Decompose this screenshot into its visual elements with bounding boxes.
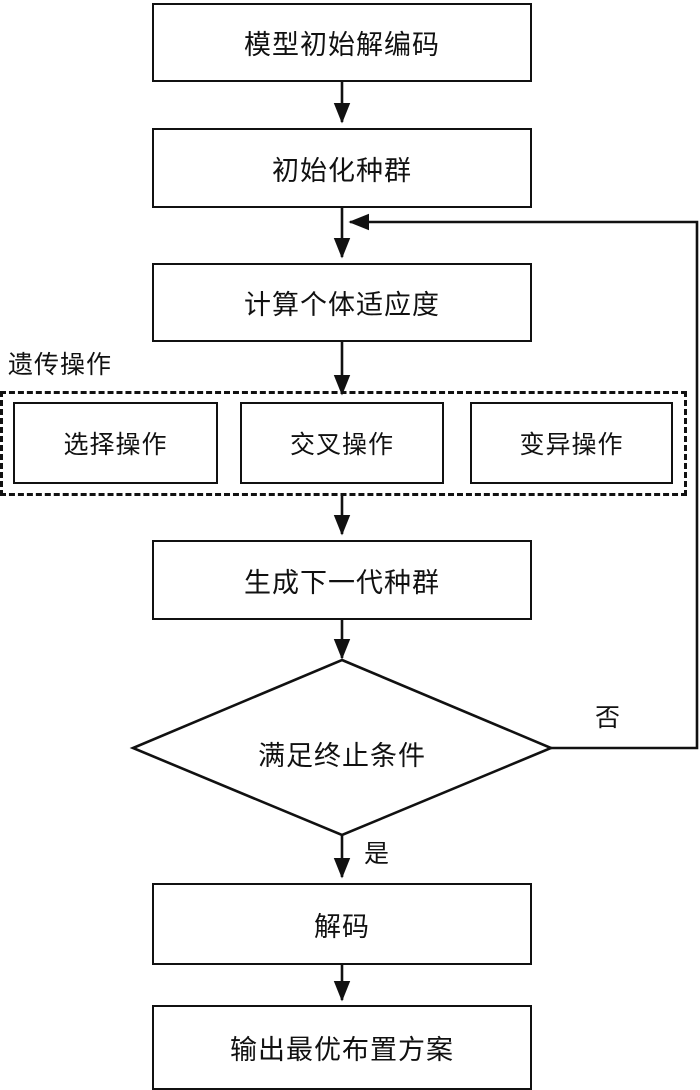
node-label: 初始化种群 — [272, 155, 412, 186]
edge-label-yes: 是 — [364, 841, 390, 868]
node-model-initial-solution-encoding[interactable]: 模型初始解编码 — [152, 3, 532, 82]
node-output-optimal-layout-plan[interactable]: 输出最优布置方案 — [152, 1005, 532, 1090]
node-label: 计算个体适应度 — [244, 290, 440, 320]
node-label: 变异操作 — [519, 432, 624, 459]
node-decode[interactable]: 解码 — [152, 883, 532, 965]
edge-label-no: 否 — [595, 705, 621, 732]
node-terminate-condition-label: 满足终止条件 — [258, 741, 426, 771]
node-label: 选择操作 — [63, 432, 168, 459]
node-label: 生成下一代种群 — [244, 567, 440, 598]
edge-terminate-no-feedback-loop — [348, 213, 699, 750]
group-label-genetic-operations: 遗传操作 — [8, 352, 113, 379]
node-selection-operation[interactable]: 选择操作 — [13, 402, 218, 484]
node-mutation-operation[interactable]: 变异操作 — [470, 402, 673, 484]
node-label: 输出最优布置方案 — [230, 1035, 454, 1065]
node-label: 模型初始解编码 — [244, 30, 440, 60]
node-generate-next-generation[interactable]: 生成下一代种群 — [152, 540, 532, 620]
group-box-genetic-operations — [0, 391, 687, 496]
node-calculate-individual-fitness[interactable]: 计算个体适应度 — [152, 263, 532, 342]
node-crossover-operation[interactable]: 交叉操作 — [240, 402, 444, 484]
node-label: 交叉操作 — [289, 432, 394, 459]
node-initialize-population[interactable]: 初始化种群 — [152, 128, 532, 208]
node-label: 解码 — [314, 911, 370, 942]
